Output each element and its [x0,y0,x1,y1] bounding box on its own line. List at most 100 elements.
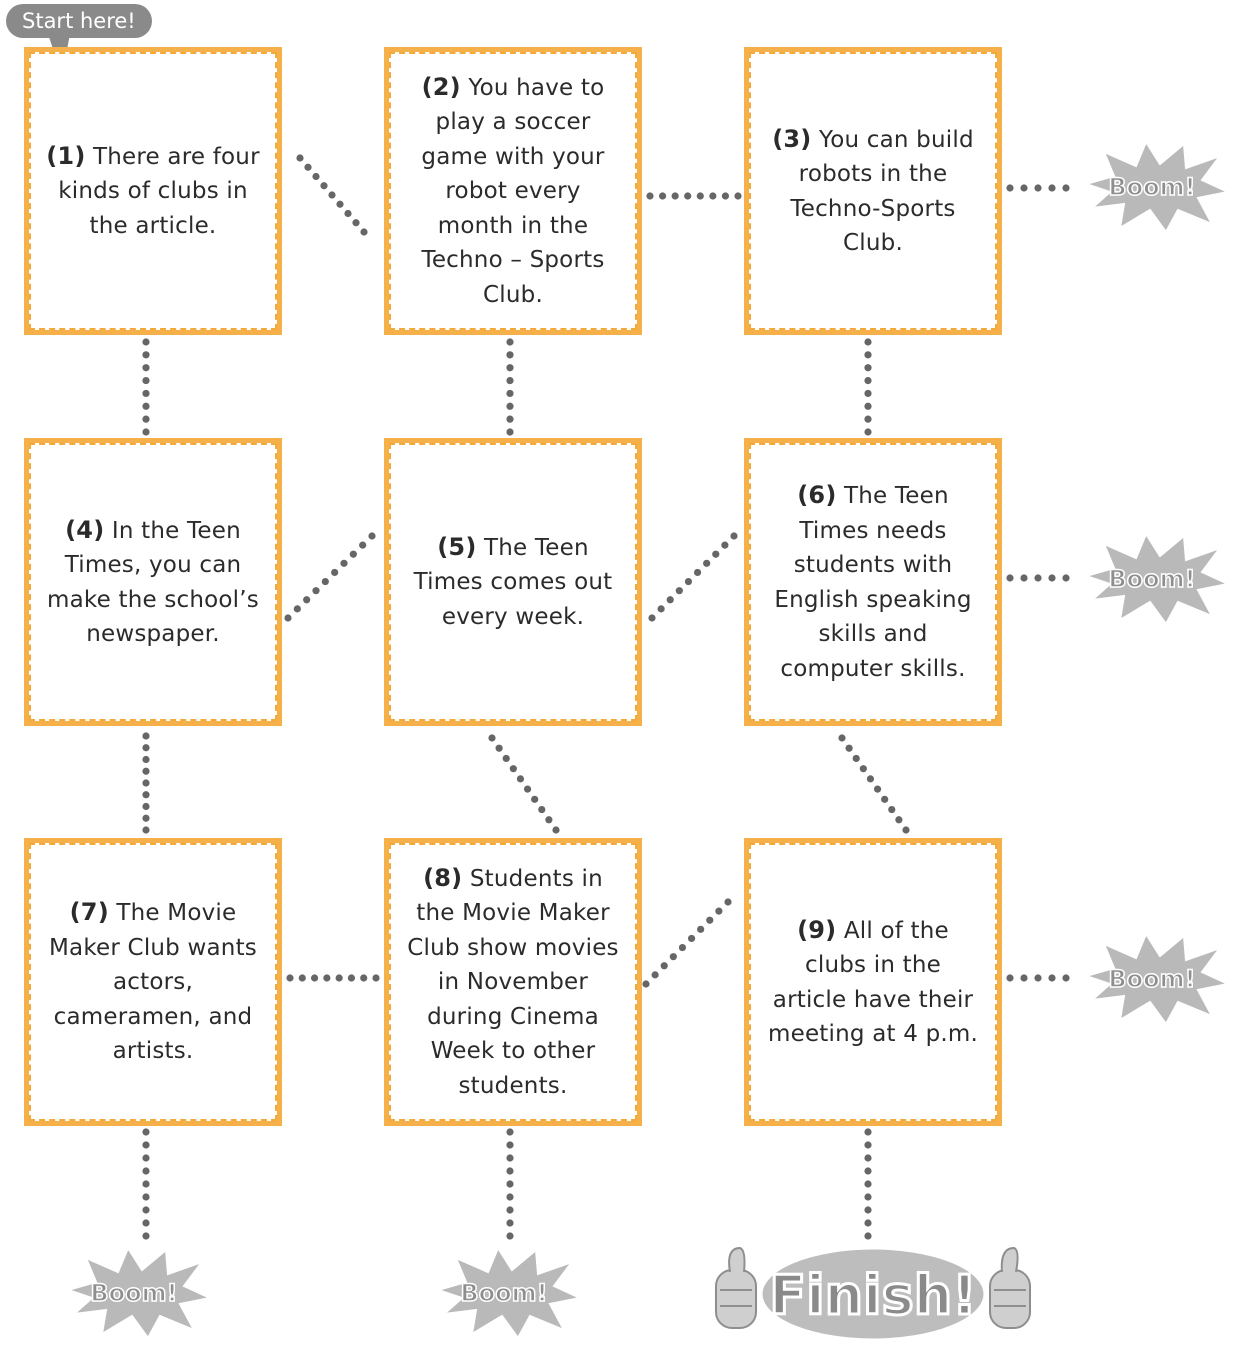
connector-dot [531,795,539,803]
connector-dot [873,785,882,793]
connector-dot [142,755,150,764]
connector-dot [651,971,659,979]
card-number: (5) [437,532,477,561]
connector-dot [864,1193,872,1201]
connector-dot [864,1206,872,1214]
connector-dot [335,974,343,982]
connector-dot [359,541,367,549]
connector-dot [142,1206,150,1214]
connector-dot [648,614,656,622]
connector-dot [310,974,319,982]
connector-dot [284,614,292,622]
card-statement: The Movie Maker Club wants actors, camer… [49,900,257,1065]
connector-dot [1034,974,1042,982]
connector-dot [347,974,356,982]
connector-dot [142,814,150,822]
connector-dot [1048,184,1056,192]
boom-burst-bottom-col1: Boom! [64,1245,212,1340]
card-statement: The Teen Times needs students with Engli… [774,483,972,682]
connector-dot [372,974,380,982]
connector-dot [864,1128,872,1136]
connector-dot [142,1193,150,1201]
connector-dot [864,428,872,436]
connector-dot [352,219,360,227]
connector-dot [331,568,339,577]
connector-dot [506,364,514,372]
connector-dot [506,1232,514,1240]
finish-text: Finish! [769,1264,977,1327]
connector-dot [360,974,368,982]
thumbs-up-icon [715,1246,757,1329]
connector-dot [888,805,896,814]
card-1: (1) There are four kinds of clubs in the… [24,47,282,335]
connector-dot [506,1193,514,1201]
card-number: (4) [65,515,105,544]
card-statement: Students in the Movie Maker Club show mo… [407,865,619,1099]
card-statement: You have to play a soccer game with your… [421,74,605,308]
connector-dot [864,338,872,346]
connector-dot [852,754,860,763]
connector-dot [696,192,704,200]
connector-dot [706,916,714,924]
connector-dot [142,376,150,385]
connector-dot [506,428,514,436]
connector-dot [286,974,294,982]
connector-dot [1006,184,1014,192]
connector-dot [312,172,320,181]
thumbs-up-icon [989,1246,1031,1329]
connector-dot [697,925,705,933]
connector-dot [1020,574,1028,582]
connector-dot [142,791,150,799]
connector-dot [552,826,560,834]
start-here-bubble: Start here! [6,4,152,38]
connector-dot [838,734,846,742]
connector-dot [864,1154,872,1162]
connector-dot [658,192,667,200]
card-number: (3) [772,124,812,153]
card-statement: In the Teen Times, you can make the scho… [47,517,259,648]
connector-dot [142,1232,150,1240]
connector-dot [646,192,654,200]
card-7: (7) The Movie Maker Club wants actors, c… [24,838,282,1126]
connector-dot [506,376,514,385]
connector-dot [506,402,514,410]
connector-dot [545,816,553,824]
connector-dot [721,192,730,200]
connector-dot [1048,974,1056,982]
card-2: (2) You have to play a soccer game with … [384,47,642,335]
card-number: (2) [421,72,461,101]
boom-text: Boom! [1108,565,1195,593]
card-number: (1) [46,141,86,170]
connector-dot [142,767,150,775]
connector-dot [293,605,301,613]
connector-dot [312,587,320,595]
connector-dot [360,228,368,236]
finish-badge: Finish! [715,1246,1031,1342]
connector-dot [142,389,150,398]
connector-dot [303,596,311,604]
connector-dot [864,376,872,385]
connector-dot [845,744,853,752]
connector-dot [336,200,344,208]
boom-text: Boom! [1108,965,1195,993]
connector-dot [142,1128,150,1136]
card-8: (8) Students in the Movie Maker Club sho… [384,838,642,1126]
connector-dot [671,192,679,200]
connector-dot [864,1219,872,1227]
boom-text: Boom! [1108,173,1195,201]
connector-dot [523,785,532,793]
connector-dot [864,351,872,359]
boom-burst-bottom-col2: Boom! [434,1245,582,1340]
card-5: (5) The Teen Times comes out every week. [384,438,642,726]
connector-dot [304,163,312,171]
connector-dot [902,826,910,834]
connector-dot [142,1180,150,1188]
connector-dot [142,428,150,436]
card-4: (4) In the Teen Times, you can make the … [24,438,282,726]
connector-dot [864,1141,872,1149]
connector-dot [675,587,683,595]
connector-dot [864,1167,872,1175]
connector-dot [895,816,903,824]
card-statement: You can build robots in the Techno-Sport… [790,126,974,257]
connector-dot [724,898,732,906]
